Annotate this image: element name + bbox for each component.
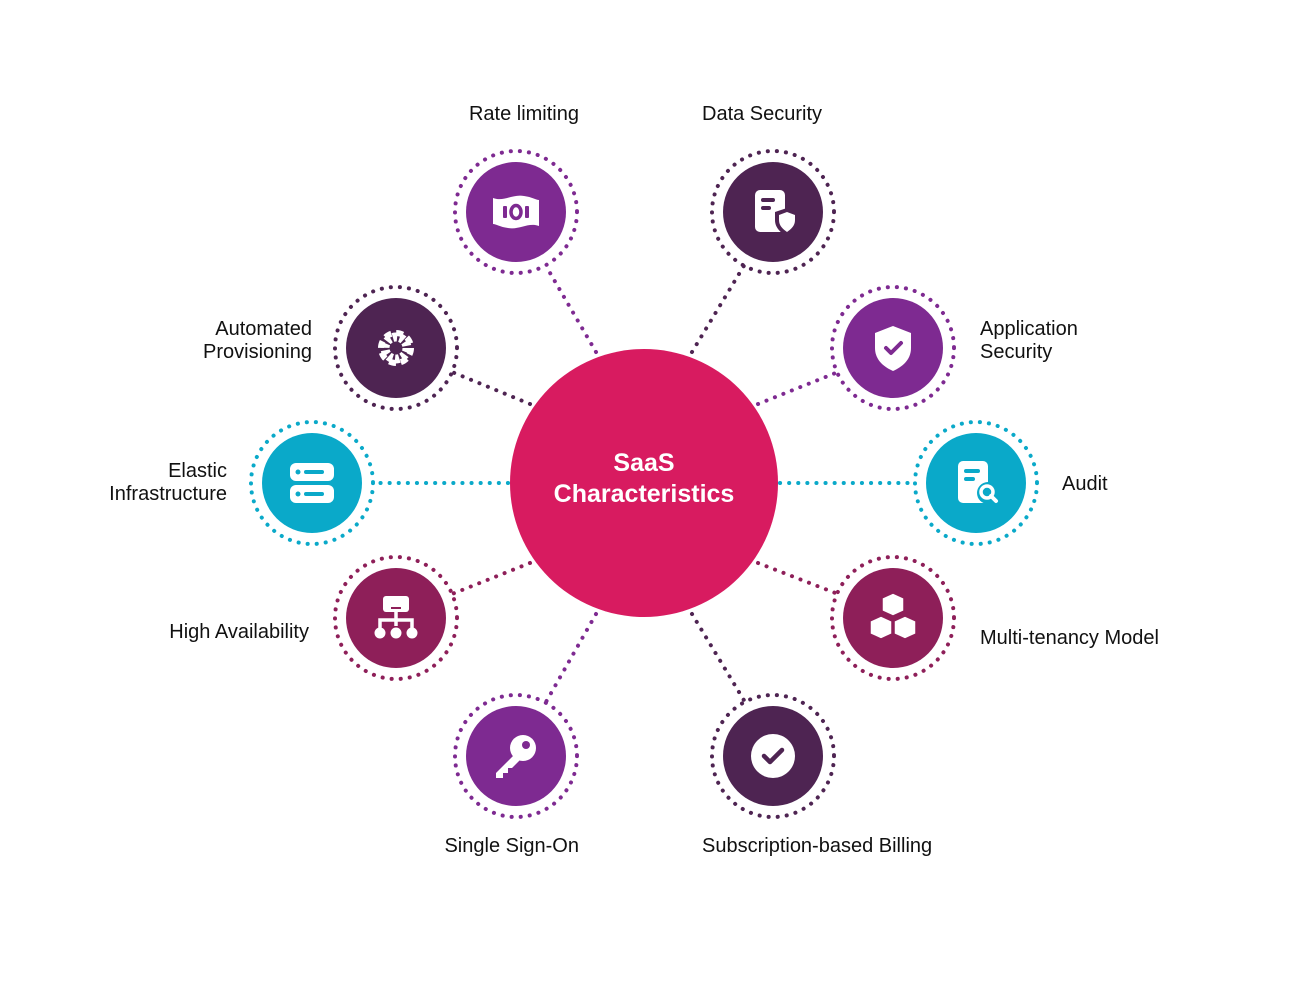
- connector-automated-provisioning: [450, 370, 532, 406]
- node-ring: [453, 149, 579, 275]
- node-rate-limiting: [453, 149, 579, 275]
- connector-high-availability: [450, 561, 532, 596]
- center-circle: [510, 349, 778, 617]
- document-search-icon: [958, 461, 999, 504]
- connector-multi-tenancy: [756, 561, 840, 596]
- label-multi-tenancy: Multi-tenancy Model: [980, 627, 1159, 649]
- label-elastic-infrastructure-line2: Infrastructure: [109, 483, 227, 505]
- node-ring: [913, 420, 1039, 546]
- label-subscription-billing: Subscription-based Billing: [702, 835, 933, 857]
- label-elastic-infrastructure: Elastic Infrastructure: [60, 460, 227, 506]
- node-ring: [830, 555, 956, 681]
- node-data-security: [710, 149, 836, 275]
- connector-subscription-billing: [690, 612, 747, 704]
- connector-application-security: [756, 370, 840, 406]
- node-ring: [710, 693, 836, 819]
- node-ring: [710, 149, 836, 275]
- key-icon: [496, 735, 536, 778]
- node-ring: [333, 555, 459, 681]
- center-title-line2: Characteristics: [553, 480, 735, 508]
- label-single-sign-on: Single Sign-On: [444, 835, 579, 857]
- hierarchy-icon: [374, 596, 418, 639]
- label-high-availability: High Availability: [169, 621, 309, 643]
- connectors: [374, 262, 917, 704]
- node-multi-tenancy: [830, 555, 956, 681]
- rate-limit-icon: [493, 195, 539, 229]
- node-ring: [333, 285, 459, 411]
- node-elastic-infrastructure: [249, 420, 375, 546]
- center-title-line1: SaaS: [613, 449, 675, 477]
- server-stack-icon: [290, 463, 334, 503]
- label-application-security: Application Security: [980, 318, 1078, 364]
- gear-icon: [378, 330, 414, 366]
- label-automated-provisioning: Automated Provisioning: [140, 318, 312, 364]
- check-circle-icon: [751, 734, 795, 778]
- node-disc: [843, 568, 943, 668]
- node-application-security: [830, 285, 956, 411]
- document-shield-icon: [755, 190, 799, 236]
- shield-check-icon: [875, 326, 911, 371]
- node-ring: [249, 420, 375, 546]
- label-automated-provisioning-line2: Provisioning: [203, 341, 312, 363]
- cubes-icon: [869, 592, 917, 640]
- node-single-sign-on: [453, 693, 579, 819]
- connector-rate-limiting: [544, 264, 598, 354]
- label-audit: Audit: [1062, 473, 1108, 495]
- label-application-security-line2: Security: [980, 341, 1053, 363]
- connector-single-sign-on: [544, 612, 598, 704]
- connector-data-security: [690, 262, 747, 354]
- node-ring: [453, 693, 579, 819]
- center-title: SaaS Characteristics: [510, 448, 778, 510]
- node-disc: [262, 433, 362, 533]
- label-rate-limiting: Rate limiting: [468, 103, 579, 125]
- node-ring: [830, 285, 956, 411]
- node-high-availability: [333, 555, 459, 681]
- label-application-security-line1: Application: [980, 318, 1078, 340]
- label-automated-provisioning-line1: Automated: [215, 318, 312, 340]
- label-elastic-infrastructure-line1: Elastic: [168, 460, 227, 482]
- node-subscription-billing: [710, 693, 836, 819]
- node-automated-provisioning: [333, 285, 459, 411]
- node-audit: [913, 420, 1039, 546]
- label-data-security: Data Security: [702, 103, 823, 125]
